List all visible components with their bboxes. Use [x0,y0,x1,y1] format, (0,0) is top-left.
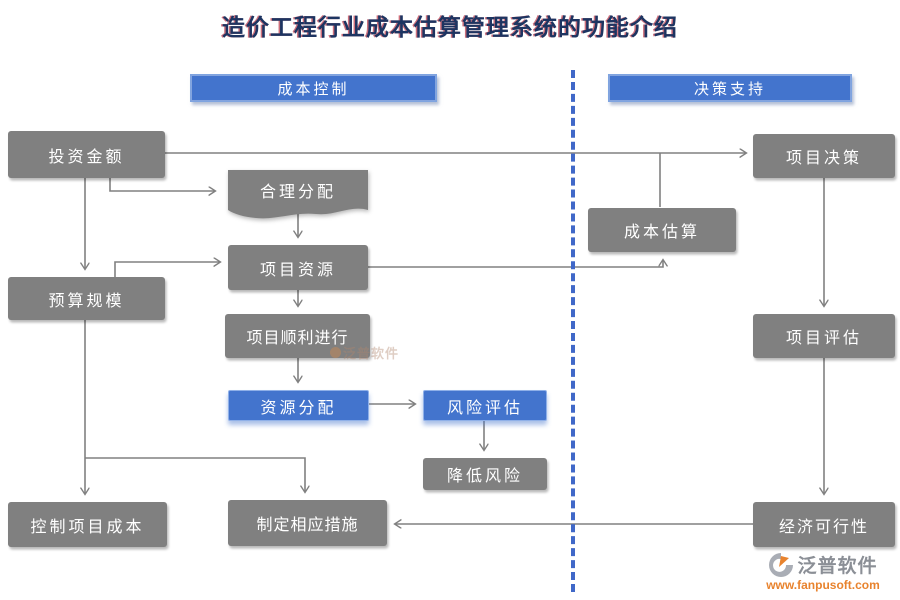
node-label: 项目顺利进行 [246,330,349,347]
node-label: 经济可行性 [778,518,869,536]
node-project-smooth: 项目顺利进行 [225,314,370,358]
node-risk-assessment: 风险评估 [423,390,547,421]
node-budget-scale: 预算规模 [8,277,165,320]
node-project-decision: 项目决策 [753,134,895,178]
logo-name: 泛普软件 [797,556,878,577]
node-label: 成本估算 [623,224,700,241]
node-risk-reduction: 降低风险 [423,458,547,490]
watermark-icon [330,347,341,358]
section-header-label: 成本控制 [277,81,350,98]
node-label: 预算规模 [48,292,125,310]
node-label: 项目资源 [259,261,336,279]
node-economic-feasibility: 经济可行性 [753,502,895,547]
node-cost-estimation: 成本估算 [588,208,736,252]
section-header-decision-support: 决策支持 [608,74,852,102]
brand-logo: 泛普软件 www.fanpusoft.com [748,551,898,592]
page-title: 造价工程行业成本估算管理系统的功能介绍 [222,15,678,40]
node-label: 降低风险 [446,468,523,485]
node-label: 控制项目成本 [30,518,145,536]
node-measures: 制定相应措施 [228,500,387,546]
fanpu-logo-icon [769,552,794,577]
node-control-project-cost: 控制项目成本 [8,502,167,547]
node-label: 项目评估 [785,330,862,347]
section-header-cost-control: 成本控制 [190,74,437,102]
node-label: 资源分配 [260,399,337,417]
node-project-resources: 项目资源 [228,245,368,290]
watermark-text: 泛普软件 [343,346,400,361]
node-label: 合理分配 [259,184,336,201]
watermark: 泛普软件 [330,343,399,362]
node-project-evaluation: 项目评估 [753,314,895,358]
node-investment: 投资金额 [8,131,165,178]
node-reasonable-allocation: 合理分配 [228,170,368,222]
document-shape [228,170,368,219]
section-header-label: 决策支持 [693,81,766,98]
node-label: 项目决策 [785,150,862,167]
node-label: 投资金额 [48,148,125,166]
section-separator [571,70,575,592]
logo-url: www.fanpusoft.com [766,578,880,592]
node-resource-allocation: 资源分配 [228,390,369,421]
node-label: 风险评估 [446,399,523,417]
node-label: 制定相应措施 [256,517,359,534]
